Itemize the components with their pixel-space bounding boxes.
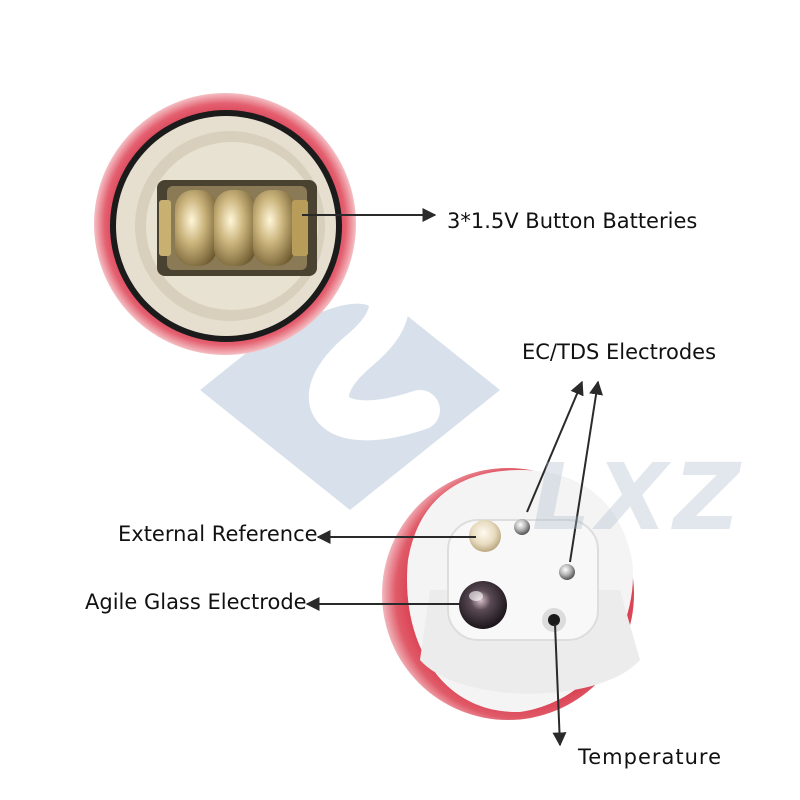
arrow-temperature: [552, 623, 567, 747]
label-button-batteries: 3*1.5V Button Batteries: [447, 209, 698, 233]
arrow-ec-2: [569, 380, 603, 563]
electrode-probe-photo: [382, 468, 640, 720]
label-ec-tds-electrodes: EC/TDS Electrodes: [522, 340, 717, 364]
label-temperature: Temperature: [578, 745, 723, 769]
label-agile-glass-electrode: Agile Glass Electrode: [85, 590, 307, 614]
battery-cap-photo: [94, 93, 356, 355]
arrow-ec-1: [526, 380, 584, 513]
label-external-reference: External Reference: [118, 522, 318, 546]
watermark-text: LXZ: [532, 444, 747, 551]
